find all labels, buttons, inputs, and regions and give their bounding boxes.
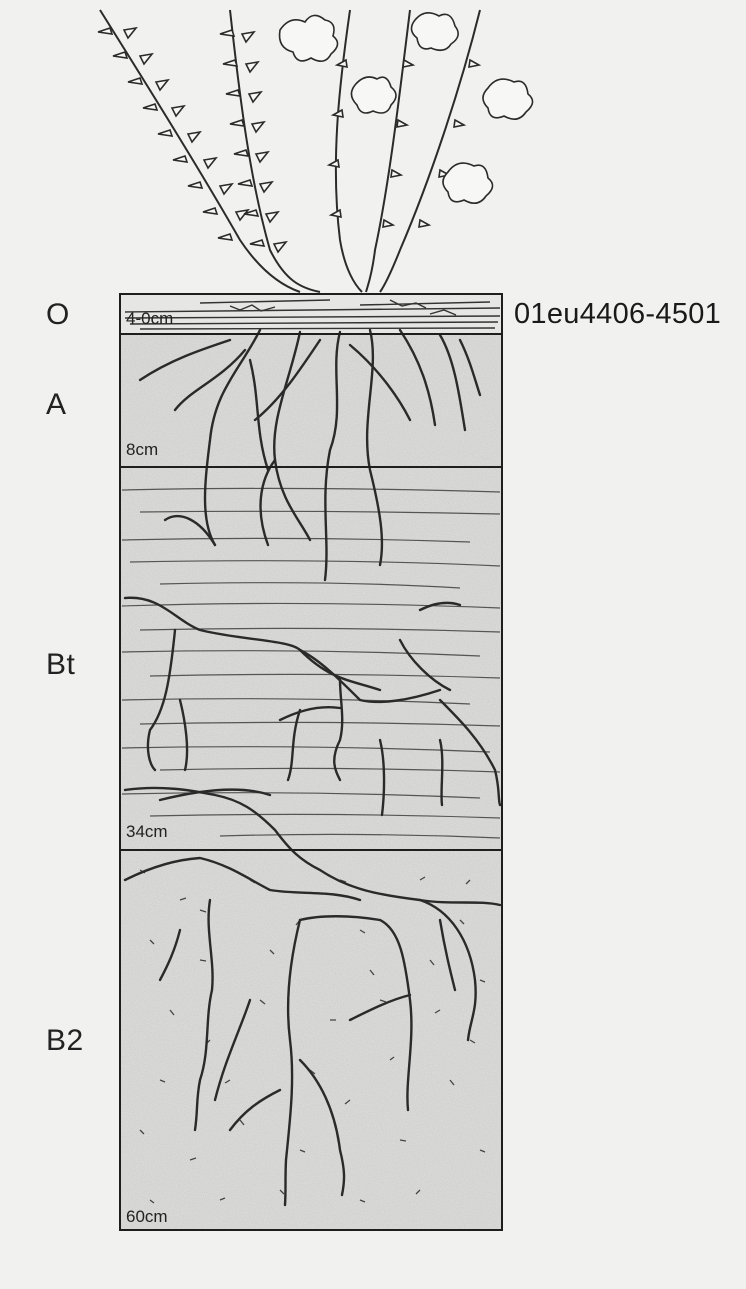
horizon-name-b2: B2 xyxy=(46,1024,84,1058)
o-horizon-litter xyxy=(120,294,502,334)
depth-label-bt: 34cm xyxy=(126,822,168,842)
depth-label-o: 4-0cm xyxy=(126,309,173,329)
depth-label-b2: 60cm xyxy=(126,1207,168,1227)
soil-column xyxy=(120,294,502,1230)
plant-stems xyxy=(100,10,480,292)
horizon-name-bt: Bt xyxy=(46,648,75,682)
horizon-name-o: O xyxy=(46,298,70,332)
plant-leaves xyxy=(98,13,533,252)
depth-label-a: 8cm xyxy=(126,440,158,460)
sample-id: 01eu4406-4501 xyxy=(514,298,721,331)
horizon-name-a: A xyxy=(46,388,67,422)
